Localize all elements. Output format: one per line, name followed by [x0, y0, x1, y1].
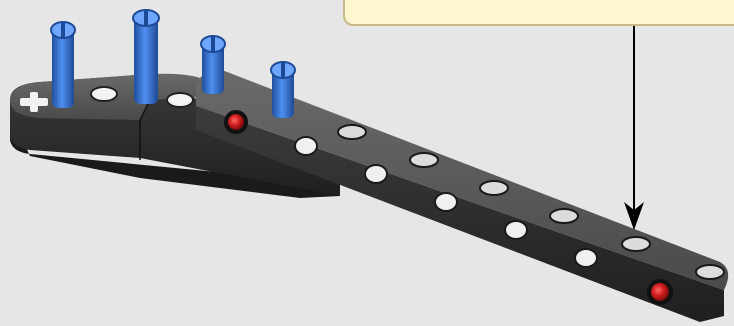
beam-hole [622, 237, 650, 251]
red-connector [647, 279, 673, 305]
beam-hole [575, 249, 597, 267]
down-arrow-icon [624, 26, 644, 230]
beam-hole [550, 209, 578, 223]
beam-hole [295, 137, 317, 155]
beam-hole [167, 93, 193, 107]
beam-hole [410, 153, 438, 167]
beam-hole [505, 221, 527, 239]
blue-axle-pin [201, 36, 225, 94]
beam-hole [91, 87, 117, 101]
beam-hole [365, 165, 387, 183]
beam-hole [696, 265, 724, 279]
blue-axle-pin [51, 22, 75, 108]
beam-hole [480, 181, 508, 195]
blue-axle-pin [133, 10, 159, 104]
instruction-callout [343, 0, 734, 26]
red-connector [224, 110, 248, 134]
blue-axle-pin [271, 62, 295, 118]
beam-hole [435, 193, 457, 211]
beam-hole [338, 125, 366, 139]
